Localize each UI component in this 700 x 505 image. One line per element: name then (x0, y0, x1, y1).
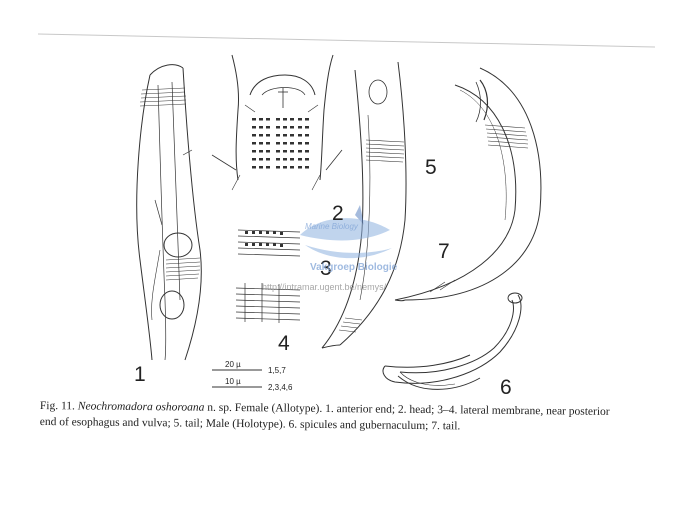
scale-length-10: 10 µ (225, 377, 241, 386)
figure-caption: Fig. 11. Neochromadora oshoroana n. sp. … (40, 398, 615, 436)
panel-label-7: 7 (438, 240, 450, 263)
watermark-subtitle: Vakgroep Biologie (310, 262, 398, 273)
watermark-url: http://intramar.ugent.be/nemys/ (262, 282, 387, 292)
panel-3-lateral-membrane (237, 229, 301, 257)
scan-edge-line (37, 33, 656, 48)
scale-length-20: 20 µ (225, 360, 241, 369)
panel-label-3: 3 (320, 257, 332, 280)
panel-6-spicules (382, 292, 523, 390)
watermark-logo (300, 205, 392, 259)
panel-label-6: 6 (500, 376, 512, 399)
panel-label-1: 1 (134, 363, 146, 386)
scale-bars (212, 369, 262, 388)
panel-label-5: 5 (425, 156, 437, 179)
panel-2-head (211, 54, 343, 191)
panel-label-2: 2 (332, 202, 344, 225)
panel-4-lateral-membrane (235, 283, 301, 323)
scale-panels-20: 1,5,7 (268, 366, 286, 375)
panel-1-anterior-end (136, 64, 202, 361)
panel-7-male-tail (394, 67, 542, 302)
panel-label-4: 4 (278, 332, 290, 355)
caption-species-name: Neochromadora oshoroana (77, 400, 205, 414)
caption-prefix: Fig. 11. (39, 399, 76, 413)
scale-panels-10: 2,3,4,6 (268, 383, 293, 392)
watermark-title: Marine Biology (305, 222, 358, 231)
